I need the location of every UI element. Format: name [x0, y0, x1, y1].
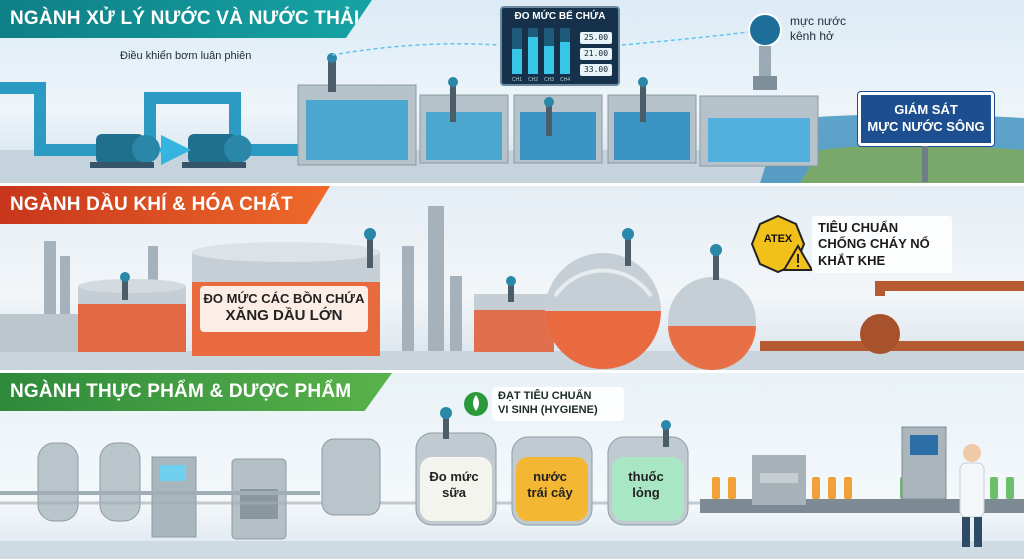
- oil-section-title: NGÀNH DẦU KHÍ & HÓA CHẤT: [0, 186, 330, 224]
- large-tank-label: ĐO MỨC CÁC BỒN CHỨA XĂNG DẦU LỚN: [200, 286, 368, 332]
- level-bar-3: [544, 28, 554, 74]
- level-bar-label: CH3: [543, 77, 554, 83]
- atex-label-line: TIÊU CHUẨN: [818, 220, 899, 235]
- river-sign-line: GIÁM SÁT: [894, 102, 958, 118]
- level-readout: 25.00: [580, 32, 612, 44]
- food-section: NGÀNH THỰC PHẨM & DƯỢC PHẨM ĐẠT TIÊU CHU…: [0, 373, 1024, 559]
- open-channel-label-line: kênh hở: [790, 29, 834, 43]
- level-bar-label: CH4: [559, 77, 570, 83]
- process-tank-3: [607, 94, 697, 164]
- river-sign-line: MỰC NƯỚC SÔNG: [867, 119, 985, 134]
- level-bar-label: CH1: [511, 77, 522, 83]
- juice-tank-label: nước trái cây: [514, 469, 586, 502]
- hygiene-label-line: VI SINH (HYGIENE): [498, 403, 598, 416]
- medicine-tank-label: thuốc lỏng: [610, 469, 682, 502]
- juice-tank: [511, 436, 593, 526]
- medicine-label-line: thuốc: [628, 469, 664, 484]
- juice-label-line: nước: [533, 469, 567, 484]
- water-illustration: [0, 13, 1024, 183]
- hygiene-standard-label: ĐẠT TIÊU CHUẨN VI SINH (HYGIENE): [492, 387, 624, 421]
- lpg-sphere-1: [545, 253, 661, 369]
- pump-1: [90, 134, 160, 168]
- control-panel: [901, 426, 947, 500]
- oil-section: NGÀNH DẦU KHÍ & HÓA CHẤT ĐO MỨC CÁC BỒN …: [0, 186, 1024, 370]
- operator: [959, 444, 985, 547]
- atex-label-line: CHỐNG CHÁY NỔ: [818, 236, 930, 252]
- water-section-title: NGÀNH XỬ LÝ NƯỚC VÀ NƯỚC THẢI: [0, 0, 372, 38]
- tank-label-line: XĂNG DẦU LỚN: [225, 307, 343, 325]
- level-bar-1-fill: [512, 49, 522, 74]
- level-bar-2-fill: [528, 37, 538, 74]
- level-bar-4-fill: [560, 42, 570, 74]
- section-divider: [0, 183, 1024, 186]
- medicine-label-line: lỏng: [632, 485, 660, 501]
- open-channel-label-line: mực nước: [790, 14, 846, 28]
- pump-control-label: Điều khiển bơm luân phiên: [120, 50, 252, 62]
- pump-2: [182, 134, 252, 168]
- level-bar-3-fill: [544, 46, 554, 74]
- atex-label-line: KHẮT KHE: [818, 252, 886, 268]
- river-monitoring-sign: GIÁM SÁT MỰC NƯỚC SÔNG: [858, 92, 994, 146]
- water-section: NGÀNH XỬ LÝ NƯỚC VÀ NƯỚC THẢI Điều khiển…: [0, 0, 1024, 183]
- milk-label-line: Đo mức: [429, 469, 479, 484]
- food-illustration: [0, 392, 1024, 559]
- food-section-title: NGÀNH THỰC PHẨM & DƯỢC PHẨM: [0, 373, 392, 411]
- medicine-tank: [607, 436, 689, 526]
- process-tank-2: [513, 94, 603, 164]
- atex-standard-label: TIÊU CHUẨN CHỐNG CHÁY NỔ KHẮT KHE: [812, 216, 952, 273]
- lpg-sphere-2: [668, 277, 756, 370]
- hygiene-label-line: ĐẠT TIÊU CHUẨN: [498, 390, 592, 402]
- tank-level-display: ĐO MỨC BỂ CHỨA CH1 CH2 CH3 CH4 25.00 21.…: [500, 6, 620, 86]
- milk-tank: [415, 432, 497, 526]
- level-readout: 33.00: [580, 64, 612, 76]
- small-oil-tank: [0, 314, 82, 352]
- atex-badge: ATEX: [763, 233, 793, 245]
- level-bar-2: [528, 28, 538, 74]
- open-channel-tank: [699, 95, 819, 167]
- level-bar-4: [560, 28, 570, 74]
- settling-tank: [297, 84, 417, 166]
- section-divider: [0, 370, 1024, 373]
- milk-label-line: sữa: [442, 485, 466, 501]
- right-oil-tank: [474, 294, 554, 352]
- tank-level-bars: CH1 CH2 CH3 CH4: [510, 28, 574, 83]
- open-channel-label: mực nước kênh hở: [790, 14, 846, 44]
- bottling-line: [700, 455, 1024, 513]
- juice-label-line: trái cây: [527, 485, 573, 501]
- process-tank-1: [419, 94, 509, 164]
- hygiene-drop-icon: [464, 392, 488, 416]
- level-readout: 21.00: [580, 48, 612, 60]
- mid-oil-tank: [78, 279, 186, 352]
- river-sign-post: [922, 146, 928, 182]
- tank-display-title: ĐO MỨC BỂ CHỨA: [514, 11, 606, 22]
- atex-hazard-sign: [750, 214, 814, 274]
- open-channel-sensor: [748, 13, 782, 90]
- tank-label-line: ĐO MỨC CÁC BỒN CHỨA: [203, 291, 365, 306]
- level-bar-label: CH2: [527, 77, 538, 83]
- level-bar-1: [512, 28, 522, 74]
- milk-tank-label: Đo mức sữa: [418, 469, 490, 502]
